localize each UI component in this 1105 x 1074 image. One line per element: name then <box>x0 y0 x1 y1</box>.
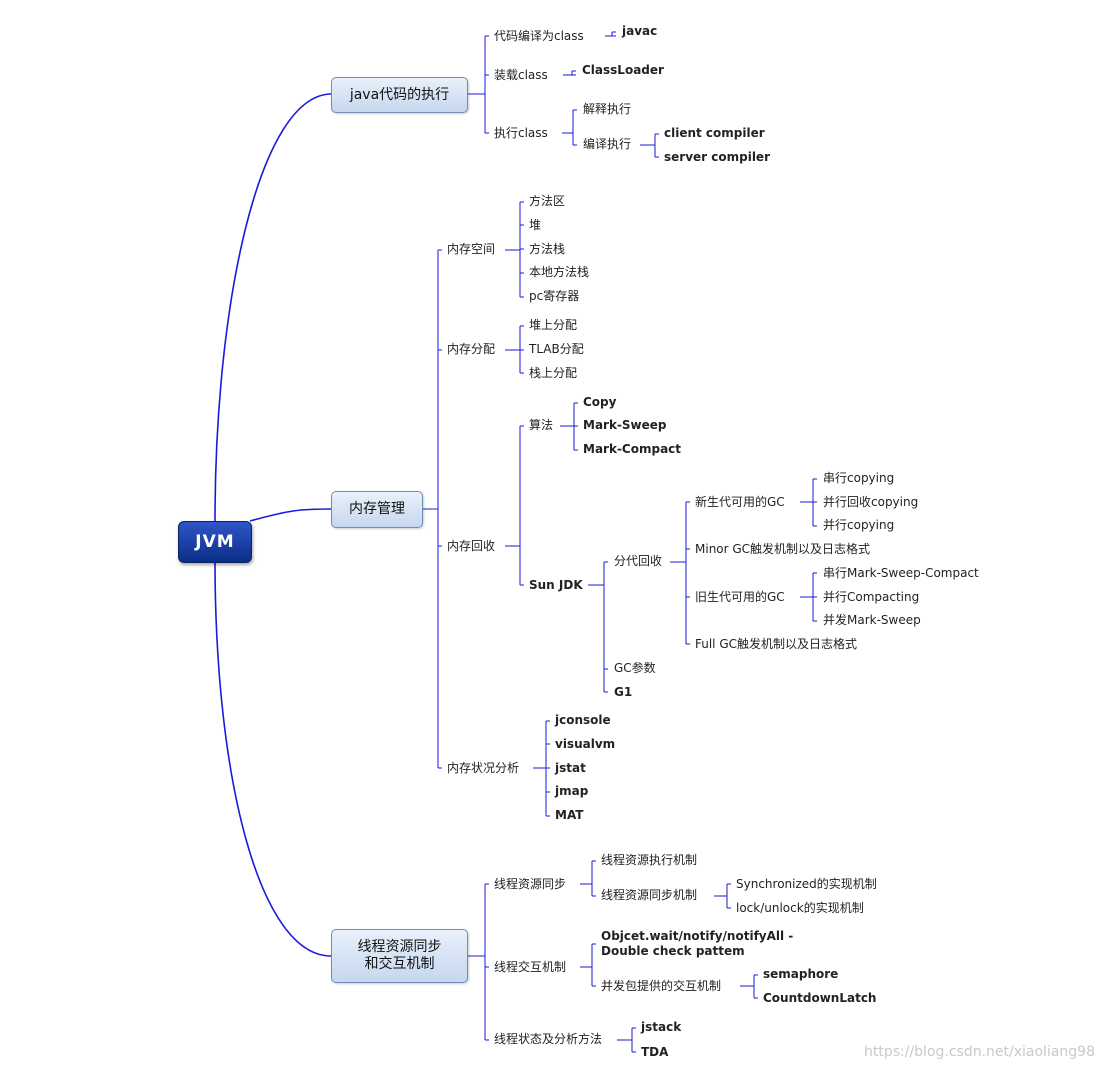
root-curve-2 <box>249 508 332 522</box>
wait-notify-line1: Objcet.wait/notify/notifyAll - <box>601 929 794 943</box>
root-curve-3 <box>214 560 332 957</box>
list-item[interactable]: 并行回收copying <box>823 495 919 509</box>
list-item[interactable]: Copy <box>583 395 617 409</box>
list-item[interactable]: Mark-Sweep <box>583 418 667 432</box>
list-item[interactable]: 方法区 <box>529 194 566 208</box>
node-exec[interactable]: 执行class <box>494 126 548 140</box>
node-client-compiler[interactable]: client compiler <box>664 126 765 140</box>
node-memory-analysis[interactable]: 内存状况分析 <box>447 761 520 775</box>
branch-label: 内存管理 <box>349 501 405 517</box>
list-item[interactable]: TDA <box>641 1045 669 1059</box>
node-memory-space[interactable]: 内存空间 <box>447 242 496 256</box>
node-sun-jdk[interactable]: Sun JDK <box>529 578 583 592</box>
node-full-gc[interactable]: Full GC触发机制以及日志格式 <box>695 637 858 651</box>
watermark: https://blog.csdn.net/xiaoliang98 <box>863 1044 1095 1060</box>
node-g1[interactable]: G1 <box>614 685 633 699</box>
list-item[interactable]: jstat <box>555 761 586 775</box>
node-minor-gc[interactable]: Minor GC触发机制以及日志格式 <box>695 542 871 556</box>
node-memory-gc[interactable]: 内存回收 <box>447 539 496 553</box>
node-classloader[interactable]: ClassLoader <box>582 63 664 77</box>
list-item[interactable]: 堆上分配 <box>529 318 578 332</box>
list-item[interactable]: MAT <box>555 808 584 822</box>
node-gc-params[interactable]: GC参数 <box>614 661 656 675</box>
branch-java-execution[interactable]: java代码的执行 <box>331 77 468 113</box>
branch-label: java代码的执行 <box>349 86 450 103</box>
list-item[interactable]: 栈上分配 <box>529 366 578 380</box>
node-server-compiler[interactable]: server compiler <box>664 150 770 164</box>
list-item[interactable]: TLAB分配 <box>529 342 584 356</box>
list-item[interactable]: 串行Mark-Sweep-Compact <box>823 566 979 580</box>
node-compile-exec[interactable]: 编译执行 <box>583 137 632 151</box>
branch-label-line2: 和交互机制 <box>364 956 435 972</box>
list-item[interactable]: 并行Compacting <box>823 590 920 604</box>
list-item[interactable]: pc寄存器 <box>529 289 580 303</box>
branch-label-line1: 线程资源同步 <box>357 939 442 955</box>
node-compile[interactable]: 代码编译为class <box>494 29 584 43</box>
list-item[interactable]: Mark-Compact <box>583 442 682 456</box>
node-thread-interact[interactable]: 线程交互机制 <box>494 960 567 974</box>
list-item[interactable]: 并发Mark-Sweep <box>823 613 921 627</box>
list-item[interactable]: CountdownLatch <box>763 991 877 1005</box>
list-item[interactable]: 方法栈 <box>529 242 566 256</box>
list-item[interactable]: 本地方法栈 <box>529 265 590 279</box>
node-concurrent-package[interactable]: 并发包提供的交互机制 <box>601 979 722 993</box>
node-load[interactable]: 装载class <box>494 68 548 82</box>
node-javac[interactable]: javac <box>622 24 658 38</box>
list-item[interactable]: 堆 <box>529 218 542 232</box>
node-exec-mechanism[interactable]: 线程资源执行机制 <box>601 853 698 867</box>
node-old-gc[interactable]: 旧生代可用的GC <box>695 590 785 604</box>
list-item[interactable]: jstack <box>641 1020 682 1034</box>
list-item[interactable]: lock/unlock的实现机制 <box>736 901 864 915</box>
root-curve-1 <box>214 93 332 522</box>
node-algorithm[interactable]: 算法 <box>529 418 554 432</box>
node-interpret[interactable]: 解释执行 <box>583 102 632 116</box>
node-sync-mechanism[interactable]: 线程资源同步机制 <box>601 888 698 902</box>
node-generational[interactable]: 分代回收 <box>614 554 663 568</box>
node-wait-notify[interactable]: Objcet.wait/notify/notifyAll - Double ch… <box>601 929 793 959</box>
node-thread-state[interactable]: 线程状态及分析方法 <box>494 1032 603 1046</box>
root-node[interactable]: JVM <box>178 521 252 563</box>
branch-memory-management[interactable]: 内存管理 <box>331 491 423 528</box>
wait-notify-line2: Double check pattem <box>601 944 745 958</box>
list-item[interactable]: semaphore <box>763 967 839 981</box>
list-item[interactable]: visualvm <box>555 737 616 751</box>
node-memory-alloc[interactable]: 内存分配 <box>447 342 496 356</box>
list-item[interactable]: jconsole <box>555 713 611 727</box>
list-item[interactable]: jmap <box>555 784 589 798</box>
node-thread-sync[interactable]: 线程资源同步 <box>494 877 567 891</box>
list-item[interactable]: Synchronized的实现机制 <box>736 877 877 891</box>
list-item[interactable]: 并行copying <box>823 518 895 532</box>
node-young-gc[interactable]: 新生代可用的GC <box>695 495 785 509</box>
branch-thread-sync[interactable]: 线程资源同步 和交互机制 <box>331 929 468 983</box>
list-item[interactable]: 串行copying <box>823 471 895 485</box>
